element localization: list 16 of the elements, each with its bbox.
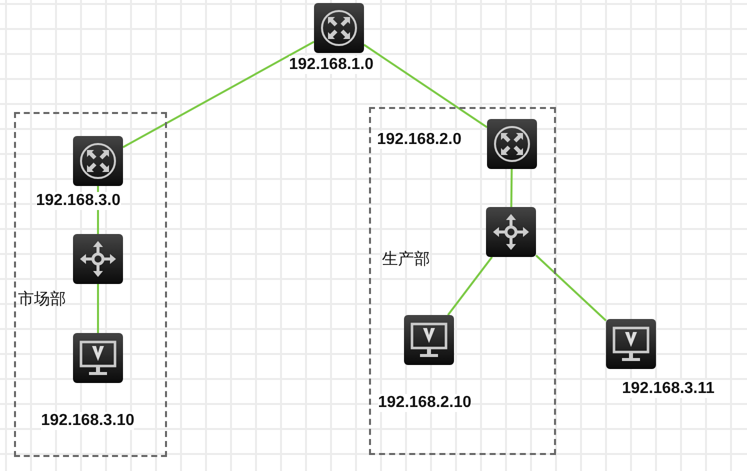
link-line bbox=[97, 284, 99, 333]
ip-label: 192.168.1.0 bbox=[289, 56, 374, 74]
dashed-group-frame bbox=[14, 112, 167, 457]
link-line bbox=[535, 254, 607, 322]
ip-label: 192.168.2.10 bbox=[378, 394, 472, 412]
link-line bbox=[363, 44, 488, 128]
group-label: 生产部 bbox=[382, 250, 430, 268]
ip-label: 192.168.3.0 bbox=[36, 192, 121, 210]
ip-label: 192.168.3.10 bbox=[41, 412, 134, 430]
ip-label: 192.168.3.11 bbox=[622, 380, 715, 398]
link-line bbox=[122, 40, 314, 148]
group-label: 市场部 bbox=[18, 290, 66, 308]
link-line bbox=[447, 256, 493, 316]
link-line bbox=[510, 168, 513, 208]
dashed-group-frame bbox=[369, 107, 556, 455]
ip-label: 192.168.2.0 bbox=[377, 131, 462, 149]
